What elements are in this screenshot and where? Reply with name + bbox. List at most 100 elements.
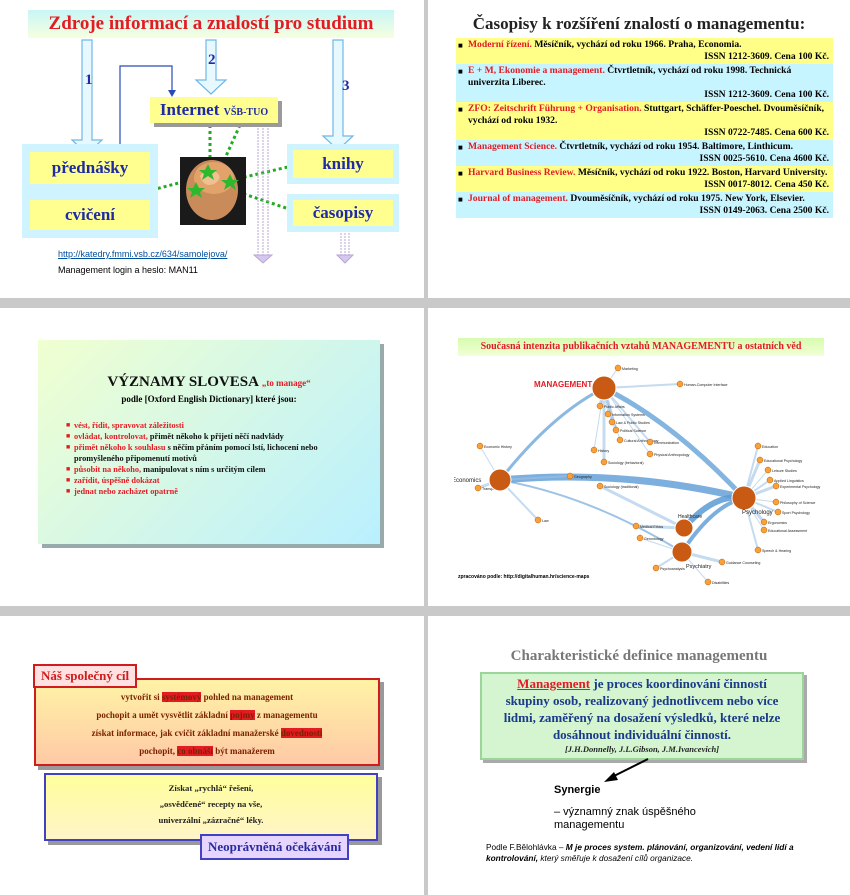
arrow-2-shape bbox=[194, 39, 228, 95]
synergy-description: – významný znak úspěšného managementu bbox=[554, 806, 696, 831]
network-node-label: Political Science bbox=[620, 429, 646, 433]
network-node-label: Sport Psychology bbox=[782, 511, 810, 515]
network-node-label: Disabilities bbox=[712, 581, 729, 585]
network-node-small bbox=[566, 472, 574, 480]
course-link[interactable]: http://katedry.fmmi.vsb.cz/634/samolejov… bbox=[58, 249, 228, 259]
head-illustration bbox=[180, 157, 246, 225]
map-source: zpracováno podle: http://digitalhuman.hr… bbox=[458, 574, 590, 580]
network-node-small bbox=[590, 446, 598, 454]
network-node-small bbox=[704, 578, 712, 586]
network-node-label: Physical Anthropology bbox=[654, 453, 690, 457]
definition-line: skupiny osob, realizovaný jednotlivcem n… bbox=[505, 693, 779, 708]
definition-authors: [J.H.Donnelly, J.L.Gibson, J.M.Ivancevic… bbox=[564, 744, 720, 754]
network-node-small bbox=[774, 508, 782, 516]
network-node-small bbox=[646, 450, 654, 458]
network-node-big bbox=[674, 518, 694, 538]
network-node-small bbox=[608, 418, 616, 426]
network-node-label: Leisure Studies bbox=[772, 469, 797, 473]
exercises-box: cvičení bbox=[22, 192, 158, 238]
network-big-label: Psychiatry bbox=[686, 564, 712, 570]
network-node-small bbox=[760, 526, 768, 534]
journal-item: ■Journal of management. Dvouměsíčník, vy… bbox=[456, 192, 833, 218]
journal-item: ■Management Science. Čtvrtletník, vycház… bbox=[456, 140, 833, 166]
slide-science-map: Současná intenzita publikačních vztahů M… bbox=[428, 308, 850, 606]
network-edges bbox=[476, 367, 779, 583]
network-node-small bbox=[772, 482, 780, 490]
list-item: ■přimět někoho k souhlasu s něčím přáním… bbox=[66, 443, 318, 463]
network-node-big bbox=[671, 541, 693, 563]
network-node-big bbox=[488, 468, 512, 492]
goal-title: Náš společný cíl bbox=[33, 664, 138, 688]
network-node-label: Law & Public Studies bbox=[616, 421, 650, 425]
network-node-small bbox=[756, 456, 764, 464]
network-node-small bbox=[766, 476, 774, 484]
meanings-list: ■vést, řídit, spravovat záležitosti ■ovl… bbox=[66, 420, 366, 497]
network-node-label: History bbox=[598, 449, 609, 453]
network-node-small bbox=[760, 518, 768, 526]
lectures-box: přednášky bbox=[22, 144, 158, 192]
dashed-arrows bbox=[252, 128, 355, 264]
network-node-label: Law bbox=[542, 519, 549, 523]
journal-list: ■Moderní řízení. Měsíčník, vychází od ro… bbox=[456, 38, 833, 218]
arrow-shapes bbox=[70, 39, 355, 155]
slide-title: Charakteristické definice managementu bbox=[510, 648, 768, 664]
network-node-label: Sociology (traditional) bbox=[604, 485, 639, 489]
network-node-label: Geography bbox=[574, 475, 592, 479]
network-node-label: Guidance Counseling bbox=[726, 561, 760, 565]
definition-line: lidmi, zaměřený na dosažení výsledků, kt… bbox=[503, 710, 781, 725]
login-info: Management login a heslo: MAN11 bbox=[58, 265, 198, 275]
internet-label: Internet bbox=[159, 100, 220, 119]
network-node-label: Ergonomics bbox=[768, 521, 787, 525]
slide-title: Zdroje informací a znalostí pro studium bbox=[28, 10, 394, 38]
arrow-number-2: 2 bbox=[208, 52, 216, 68]
journal-item: ■E + M, Ekonomie a management. Čtvrtletn… bbox=[456, 64, 833, 102]
network-node-small bbox=[474, 484, 482, 492]
network-node-small bbox=[764, 466, 772, 474]
unjustified-expectations-label: Neoprávněná očekávání bbox=[200, 834, 350, 860]
goal-box: vytvořit si systémový pohled na manageme… bbox=[34, 678, 380, 766]
network-node-small bbox=[616, 436, 624, 444]
goal-line: pochopit a umět vysvětlit základní pojmy… bbox=[96, 710, 318, 720]
goal-line: vytvořit si systémový pohled na manageme… bbox=[120, 692, 294, 702]
network-node-small bbox=[612, 426, 620, 434]
list-item: ■zařídit, úspěšně dokázat bbox=[66, 476, 160, 485]
network-node-label: Applied Linguistics bbox=[774, 479, 804, 483]
quick-line: univerzální „zázračné“ léky. bbox=[158, 815, 264, 825]
definition-box: Management je proces koordinování činnos… bbox=[480, 672, 804, 760]
network-big-label: Economics bbox=[454, 478, 481, 484]
internet-box: Internet VŠB-TUO bbox=[150, 97, 278, 123]
magazines-box: časopisy bbox=[287, 194, 399, 232]
definition-footnote: Podle F.Bělohlávka – M je proces system.… bbox=[486, 842, 794, 863]
network-node-label: Human-Computer Interface bbox=[684, 383, 728, 387]
network-node-big bbox=[591, 375, 617, 401]
network-node-big bbox=[731, 485, 757, 511]
network-big-label: Psychology bbox=[742, 510, 773, 516]
green-stars bbox=[187, 164, 239, 198]
network-node-small bbox=[754, 442, 762, 450]
slide-goal: vytvořit si systémový pohled na manageme… bbox=[0, 616, 424, 895]
network-node-label: Psychoanalysis bbox=[660, 567, 685, 571]
slide-sources: Zdroje informací a znalostí pro studium bbox=[0, 0, 424, 298]
network-node-label: Medical Ethics bbox=[640, 525, 663, 529]
definition-line: Management je proces koordinování činnos… bbox=[517, 676, 767, 691]
definition-line: dosáhnout individuální činností. bbox=[552, 727, 732, 742]
network-node-small bbox=[604, 410, 612, 418]
network-node-small bbox=[636, 534, 644, 542]
books-box: knihy bbox=[287, 144, 399, 184]
network-node-small bbox=[596, 482, 604, 490]
network-node-small bbox=[652, 564, 660, 572]
network-big-label: Healthcare bbox=[678, 514, 702, 520]
network-node-label: Speech & Hearing bbox=[762, 549, 791, 553]
network-node-label: Public Affairs bbox=[604, 405, 625, 409]
slide-journals: Časopisy k rozšíření znalostí o manageme… bbox=[428, 0, 850, 298]
network-big-label: MANAGEMENT bbox=[534, 380, 592, 389]
network-node-label: Sociology (behavioral) bbox=[608, 461, 644, 465]
quick-fix-box: Získat „rychlá“ řešení, „osvědčené“ rece… bbox=[44, 773, 378, 841]
meanings-heading: VÝZNAMY SLOVESA „to manage“ bbox=[107, 374, 311, 390]
network-node-small bbox=[534, 516, 542, 524]
network-node-label: Education bbox=[762, 445, 778, 449]
list-item: ■vést, řídit, spravovat záležitosti bbox=[66, 421, 184, 430]
network-node-label: Economic History bbox=[484, 445, 512, 449]
